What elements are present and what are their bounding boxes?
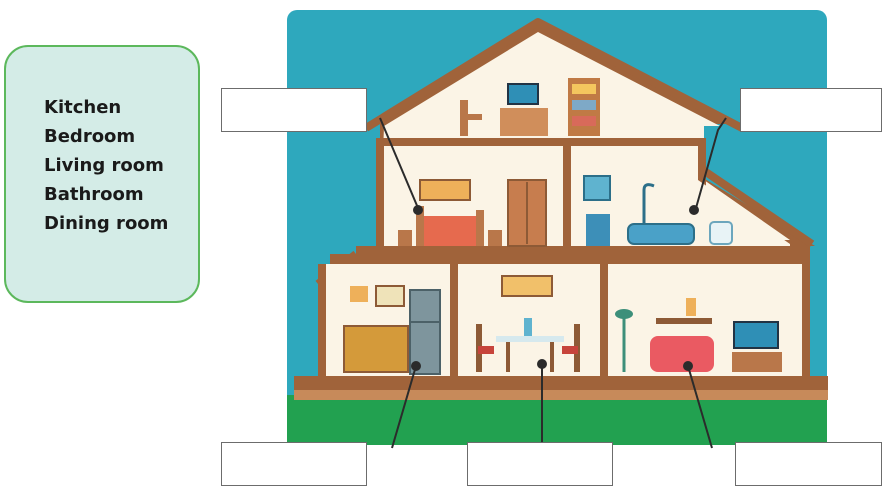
answer-box-bathroom[interactable]	[740, 88, 882, 132]
answer-box-kitchen[interactable]	[221, 442, 367, 486]
answer-box-bedroom[interactable]	[221, 88, 367, 132]
answer-box-living-room[interactable]	[735, 442, 882, 486]
answer-box-dining-room[interactable]	[467, 442, 613, 486]
kitchen	[344, 286, 440, 374]
